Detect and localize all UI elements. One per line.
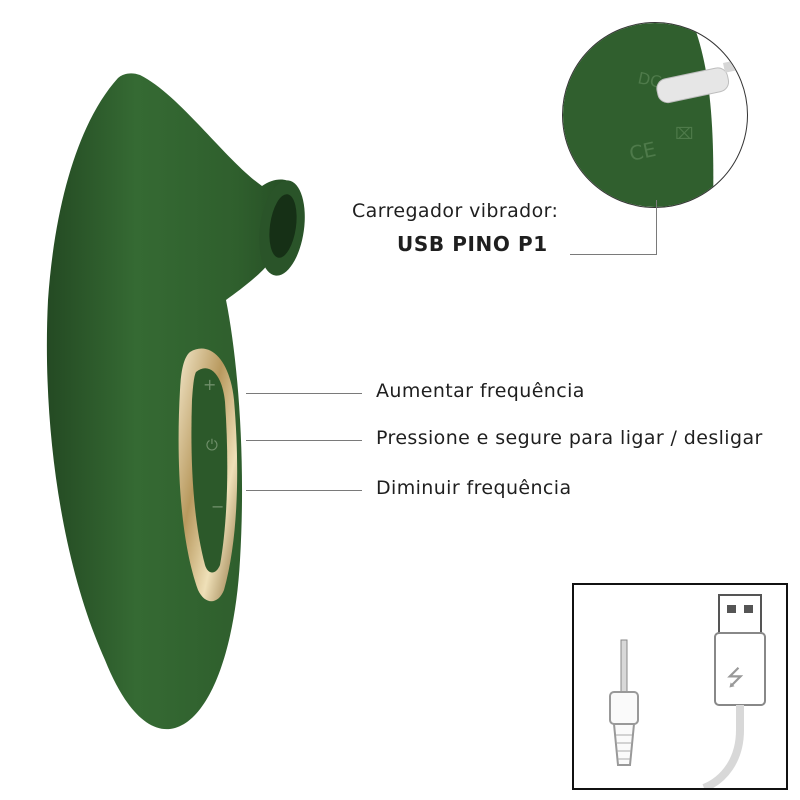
- power-button-icon: ⏻: [206, 436, 218, 454]
- ce-marking: CE: [627, 137, 658, 166]
- dc-marking: DC: [636, 68, 663, 91]
- power-label: Pressione e segure para ligar / desligar: [376, 427, 763, 449]
- device-body: [46, 73, 302, 730]
- plus-button-icon: +: [203, 375, 216, 394]
- usb-icon: ⭍: [726, 666, 744, 691]
- increase-frequency-label: Aumentar frequência: [376, 380, 585, 402]
- cable-image-box: ⭍: [572, 583, 788, 792]
- charger-value: USB PINO P1: [397, 232, 548, 256]
- dc-pin-tip: [620, 639, 628, 693]
- callout-line-power: [246, 440, 362, 441]
- minus-button-icon: −: [211, 497, 224, 516]
- dc-plug-body: [609, 691, 639, 725]
- zoom-pointer-horizontal: [570, 254, 657, 255]
- zoom-pointer-vertical: [656, 200, 657, 254]
- dc-plug: [656, 67, 730, 104]
- callout-line-decrease: [246, 490, 362, 491]
- weee-marking: ⌧: [675, 124, 693, 143]
- decrease-frequency-label: Diminuir frequência: [376, 477, 572, 499]
- charger-port-zoom: DC CE ⌧: [562, 22, 748, 208]
- nozzle-hole: [269, 194, 297, 258]
- callout-line-increase: [246, 393, 362, 394]
- charger-label: Carregador vibrador:: [352, 200, 559, 222]
- usb-plug-metal: [718, 594, 762, 634]
- control-panel-inner: [191, 368, 228, 573]
